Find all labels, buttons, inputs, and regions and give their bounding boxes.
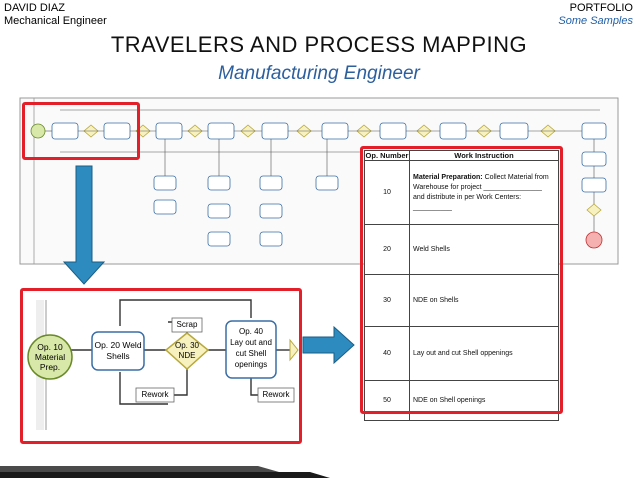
portfolio-label: PORTFOLIO <box>569 2 633 14</box>
author-role: Mechanical Engineer <box>4 15 107 27</box>
highlight-frame-zoom <box>20 288 302 444</box>
op-number-cell: 40 <box>364 326 410 381</box>
scrap-label: Scrap <box>176 320 198 329</box>
op-number-cell: 10 <box>364 160 410 225</box>
op-number-cell: 20 <box>364 224 410 275</box>
arrow-right-icon <box>302 325 355 365</box>
op30-node-label: Op. 30 NDE <box>174 341 199 360</box>
rework-label-1: Rework <box>141 390 169 399</box>
instruction-cell: NDE on Shell openings <box>409 380 559 421</box>
highlight-frame-table <box>360 146 563 414</box>
table-row: 50 NDE on Shell openings <box>364 380 559 421</box>
samples-label: Some Samples <box>558 15 633 27</box>
page-subtitle: Manufacturing Engineer <box>218 63 420 84</box>
page-title: TRAVELERS AND PROCESS MAPPING <box>110 32 528 57</box>
instruction-text: Collect Material from Warehouse for proj… <box>413 173 549 211</box>
instruction-cell: Material Preparation: Collect Material f… <box>409 160 559 225</box>
arrow-down-icon <box>62 165 106 285</box>
start-node-label: Op. 10 Material Prep. <box>34 342 66 372</box>
table-row: 30 NDE on Shells <box>364 274 559 327</box>
author-name: DAVID DIAZ <box>4 2 65 14</box>
op20-node-label: Op. 20 Weld Shells <box>94 340 142 361</box>
table-row: 10 Material Preparation: Collect Materia… <box>364 160 559 225</box>
work-instruction-table: Op. Number Work Instruction 10 Material … <box>364 150 559 421</box>
instruction-cell: NDE on Shells <box>409 274 559 327</box>
op-number-cell: 50 <box>364 380 410 421</box>
rework-label-2: Rework <box>262 390 290 399</box>
highlight-frame-overview <box>22 102 140 160</box>
op40-node-label: Op. 40 Lay out and cut Shell openings <box>230 327 272 369</box>
instruction-bold: Material Preparation: <box>413 173 483 181</box>
